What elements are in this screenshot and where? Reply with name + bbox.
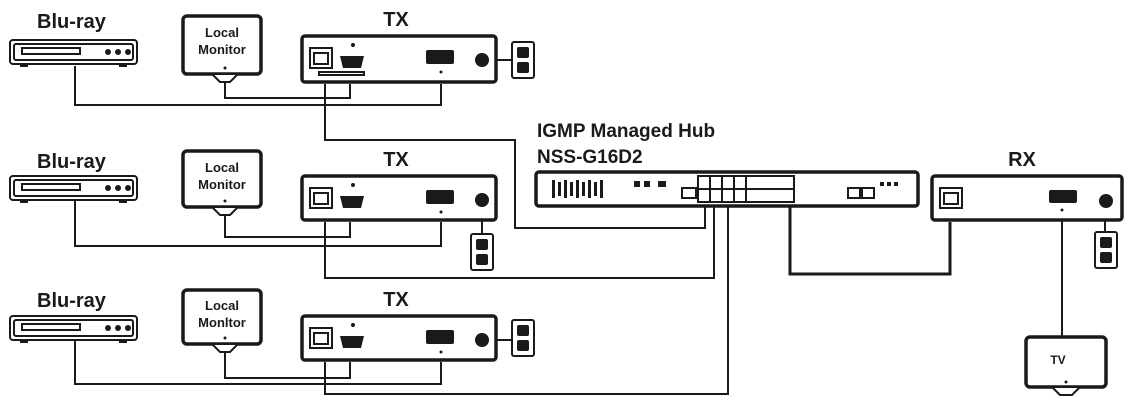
bluray-label: Blu-ray	[37, 290, 107, 312]
monitor-label-line1: Local	[205, 25, 239, 40]
hub-label-line2: NSS-G16D2	[537, 147, 643, 168]
cable-tx3-hub	[324, 206, 729, 395]
tx-label: TX	[383, 9, 409, 31]
cable-monitor-tx-1	[224, 80, 351, 99]
power-outlet	[1094, 231, 1118, 269]
cable-bluray-tx-3	[74, 338, 442, 385]
tv-display: TV	[1024, 335, 1108, 396]
monitor-label-line1: Local	[205, 160, 239, 175]
tx-encoder	[300, 314, 498, 362]
hub-right-panel	[847, 182, 898, 199]
power-outlet	[511, 319, 535, 357]
managed-hub: IGMP Managed Hub NSS-G16D2	[534, 121, 920, 208]
cable-tx2-hub	[324, 206, 715, 279]
cable-tx1-hub	[324, 84, 706, 229]
bluray-player	[9, 175, 138, 203]
hub-vents	[552, 180, 697, 199]
monitor-label-line2: Monitor	[198, 42, 246, 57]
hub-label-line1: IGMP Managed Hub	[537, 121, 715, 142]
bluray-player	[9, 315, 138, 343]
cable-bluray-tx-1	[74, 66, 442, 106]
bluray-label: Blu-ray	[37, 151, 107, 173]
tx-label: TX	[383, 289, 409, 311]
cable-bluray-tx-2	[74, 198, 442, 247]
bluray-label: Blu-ray	[37, 11, 107, 33]
rx-decoder: RX	[930, 149, 1124, 222]
power-outlet	[511, 41, 535, 79]
row-1: Blu-ray Local Monitor TX	[9, 9, 535, 84]
cable-monitor-tx-2	[224, 213, 351, 238]
tx-label: TX	[383, 149, 409, 171]
row-2: Blu-ray Local Monitor TX	[9, 149, 498, 271]
monitor-label-line2: Monitor	[198, 177, 246, 192]
monitor-label-line2: Monltor	[198, 315, 246, 330]
bluray-player	[9, 39, 138, 67]
power-outlet	[470, 233, 494, 271]
tv-label: TV	[1050, 353, 1065, 367]
hub-ports	[697, 175, 795, 203]
tx-encoder	[300, 174, 498, 222]
monitor-label-line1: Local	[205, 298, 239, 313]
rx-label: RX	[1008, 149, 1036, 171]
cables	[74, 59, 1106, 395]
cable-hub-rx	[788, 206, 952, 276]
cable-monitor-tx-3	[224, 350, 351, 379]
local-monitor: Local Monltor	[181, 288, 263, 353]
row-3: Blu-ray Local Monltor TX	[9, 288, 535, 362]
local-monitor: Local Monitor	[181, 14, 263, 83]
tx-encoder	[300, 34, 498, 84]
local-monitor: Local Monitor	[181, 149, 263, 216]
